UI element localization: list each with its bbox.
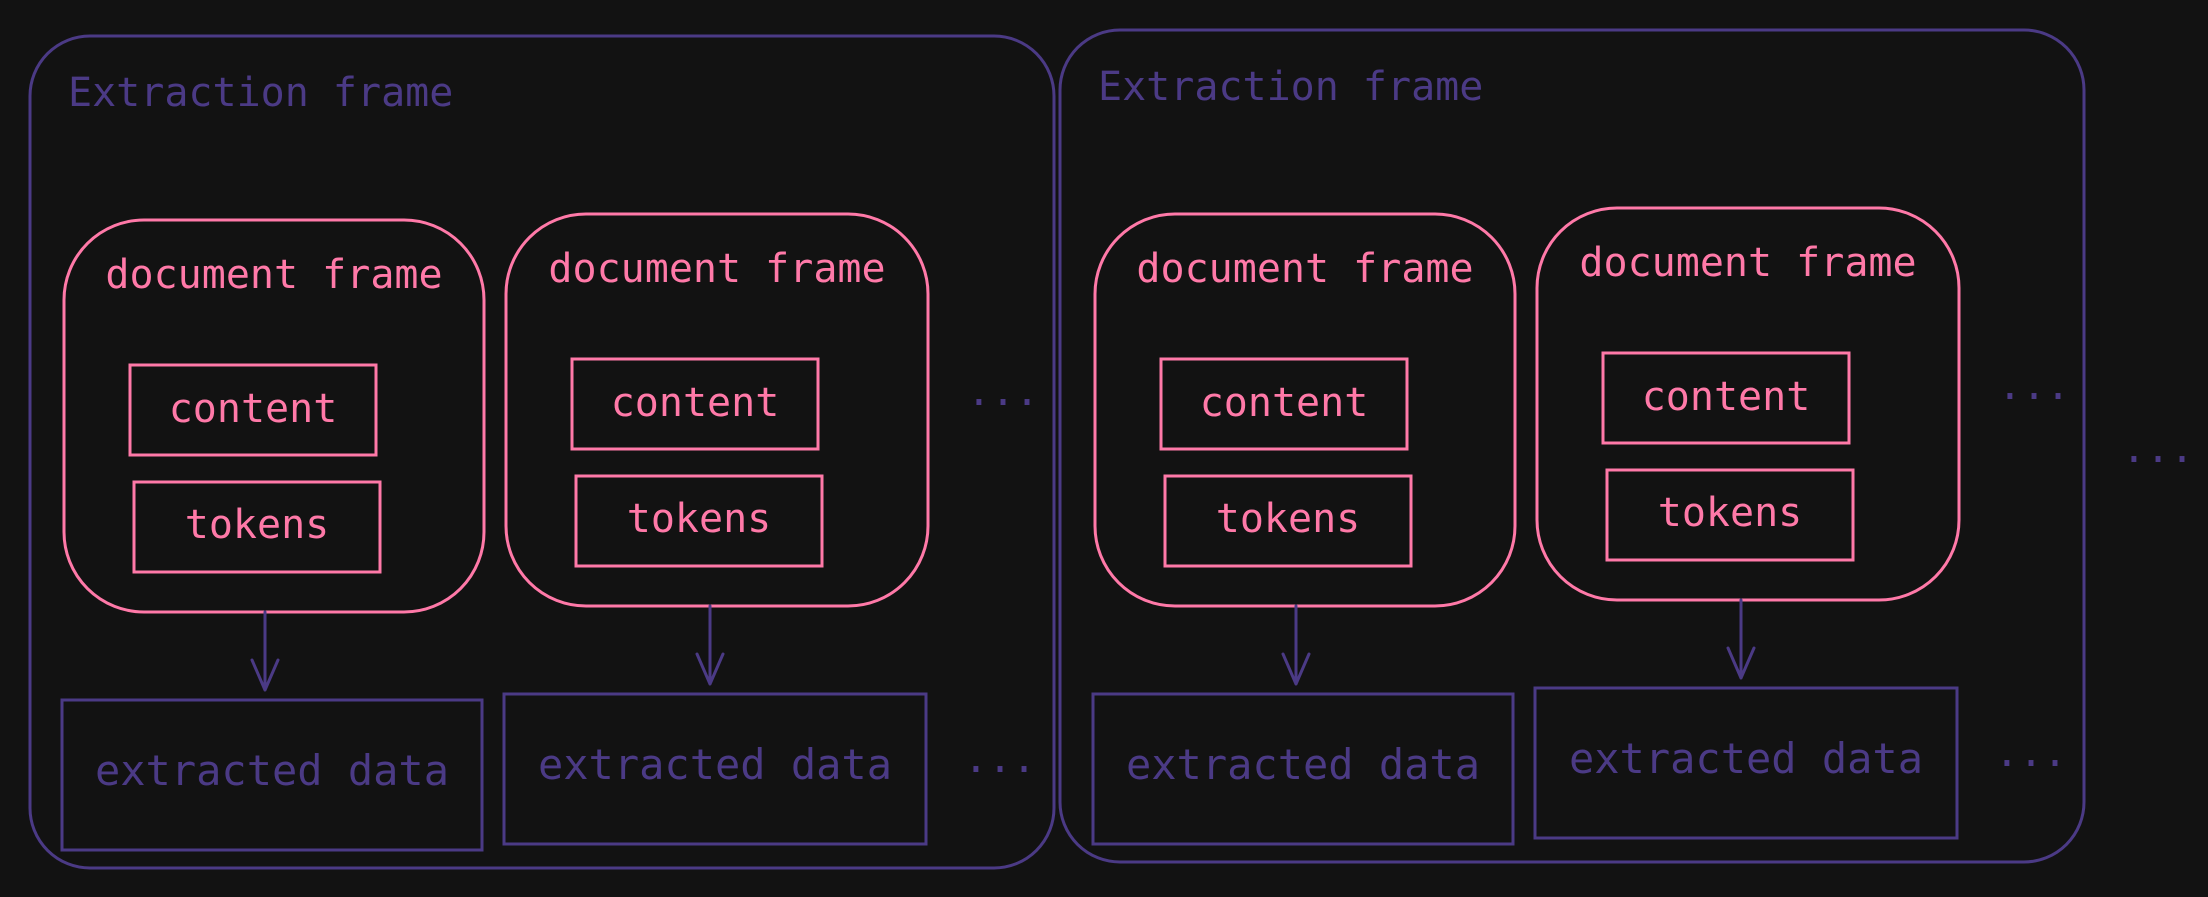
extracted-data-label: extracted data xyxy=(538,740,892,789)
extracted-data-box xyxy=(502,692,928,846)
document-frame-label: document frame xyxy=(1136,246,1473,292)
tokens-label: tokens xyxy=(1216,496,1361,542)
arrow-icon xyxy=(1726,598,1756,680)
extracted-data-box xyxy=(1091,692,1515,846)
content-label: content xyxy=(611,380,780,426)
tokens-label: tokens xyxy=(627,496,772,542)
tokens-box xyxy=(1163,474,1413,568)
extraction-frame: Extraction frame document frame content tok… xyxy=(28,34,1056,870)
extraction-frame-border xyxy=(28,34,1056,870)
document-frame-border xyxy=(504,212,930,608)
tokens-box xyxy=(574,474,824,568)
tokens-label: tokens xyxy=(185,502,330,548)
document-frame: document frame content tokens extracted dat… xyxy=(60,218,486,852)
extracted-data-box xyxy=(60,698,484,852)
content-label: content xyxy=(1200,380,1369,426)
extracted-data-label: extracted data xyxy=(1126,740,1480,789)
more-outputs-ellipsis: ... xyxy=(964,736,1036,782)
extraction-frame-label: Extraction frame xyxy=(1098,64,1483,110)
tokens-box xyxy=(132,480,382,574)
arrow-icon xyxy=(250,610,280,692)
more-frames-ellipsis: ... xyxy=(2122,426,2194,472)
document-frame-border xyxy=(62,218,486,614)
arrow-icon xyxy=(695,604,725,686)
extracted-data-label: extracted data xyxy=(95,746,449,795)
more-outputs-ellipsis: ... xyxy=(1995,730,2067,776)
document-frame-label: document frame xyxy=(548,246,885,292)
content-box xyxy=(1159,357,1409,451)
content-box xyxy=(128,363,378,457)
content-box xyxy=(1601,351,1851,445)
extraction-frame-label: Extraction frame xyxy=(68,70,453,116)
extracted-data-box xyxy=(1533,686,1959,840)
tokens-box xyxy=(1605,468,1855,562)
content-box xyxy=(570,357,820,451)
extraction-frame-border xyxy=(1058,28,2086,864)
arrow-icon xyxy=(1281,604,1311,686)
document-frame-border xyxy=(1535,206,1961,602)
document-frame-label: document frame xyxy=(1579,240,1916,286)
document-frame: document frame content tokens extracted dat… xyxy=(1091,212,1517,846)
document-frame-border xyxy=(1093,212,1517,608)
extraction-frames: Extraction frame document frame content tok… xyxy=(28,28,2086,870)
more-documents-ellipsis: ... xyxy=(967,369,1039,415)
document-frame-label: document frame xyxy=(105,252,442,298)
extracted-data-label: extracted data xyxy=(1569,734,1923,783)
content-label: content xyxy=(169,386,338,432)
tokens-label: tokens xyxy=(1658,490,1803,536)
document-frame: document frame content tokens extracted dat… xyxy=(502,212,930,846)
document-frame: document frame content tokens extracted dat… xyxy=(1533,206,1961,840)
extraction-frame: Extraction frame document frame content tok… xyxy=(1058,28,2086,864)
more-documents-ellipsis: ... xyxy=(1998,363,2070,409)
content-label: content xyxy=(1642,374,1811,420)
